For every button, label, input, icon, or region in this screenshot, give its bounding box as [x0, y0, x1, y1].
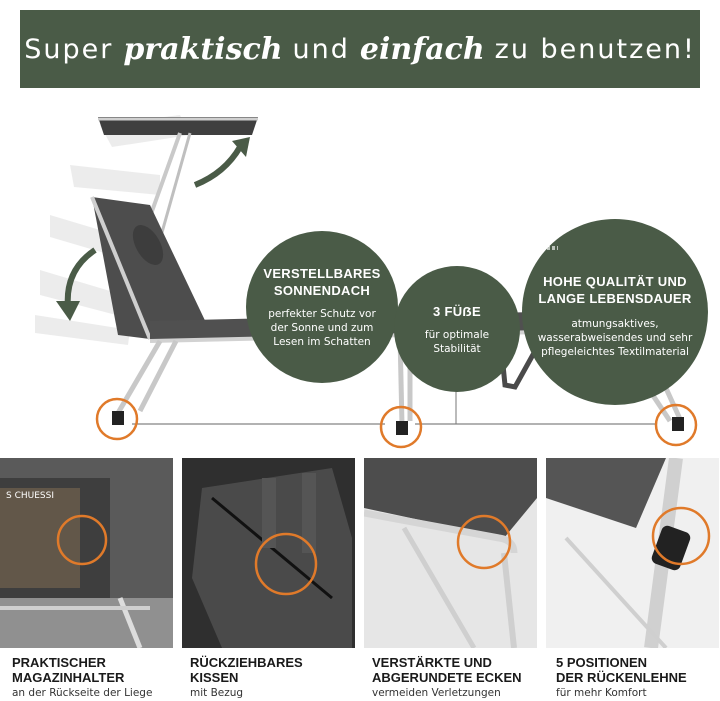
hero-product-area: VERSTELLBARES SONNENDACH perfekter Schut… [0, 95, 720, 450]
feature-description: perfekter Schutz vor der Sonne und zum L… [268, 308, 376, 348]
detail-photo-backrest-positions [546, 458, 719, 648]
feature-bubble-three-feet: 3 FÜẞE für optimale Stabilität [394, 266, 520, 392]
detail-caption-corners: VERSTÄRKTE UND ABGERUNDETE ECKEN vermeid… [372, 655, 547, 700]
backrest-fabric [92, 197, 210, 339]
foot-3 [672, 417, 684, 431]
feature-title: HOHE QUALITÄT UND [543, 274, 687, 289]
feature-title: 3 FÜẞE [433, 303, 481, 319]
arrow-up-icon [193, 145, 243, 188]
headline-part-5: zu benutzen! [494, 33, 696, 65]
uv-label: UV [548, 222, 558, 230]
caption-title: DER RÜCKENLEHNE [556, 670, 687, 685]
feature-title: SONNENDACH [273, 283, 371, 298]
feature-bubble-quality: UV HOHE QUALITÄT UND LANGE LEBENSDAUER a… [522, 219, 708, 405]
highlight-circle [56, 514, 108, 566]
caption-subtitle: an der Rückseite der Liege [12, 687, 153, 699]
headline-part-1: Super [24, 33, 114, 65]
headline-part-3: und [292, 33, 350, 65]
caption-title: KISSEN [190, 670, 239, 685]
sun-canopy [98, 117, 258, 135]
pillow [132, 225, 164, 265]
caption-title: RÜCKZIEHBARES [190, 655, 303, 670]
caption-subtitle: für mehr Komfort [556, 687, 647, 699]
detail-photo-magazine-holder: S CHUESSI [0, 458, 173, 648]
caption-title: PRAKTISCHER [12, 655, 106, 670]
highlight-circle [456, 514, 512, 570]
water-drops-icon [522, 221, 558, 248]
highlight-circle-foot-3 [654, 403, 698, 447]
detail-caption-backrest: 5 POSITIONEN DER RÜCKENLEHNE für mehr Ko… [556, 655, 720, 700]
arrow-down-icon [64, 247, 97, 308]
headline-banner: Super praktisch und einfach zu benutzen! [20, 10, 700, 88]
highlight-circle-foot-2 [379, 405, 423, 449]
feature-bubble-canopy: VERSTELLBARES SONNENDACH perfekter Schut… [246, 231, 398, 383]
headline-text: Super praktisch und einfach zu benutzen! [20, 10, 700, 88]
detail-photo-pillow [182, 458, 355, 648]
feature-title: VERSTELLBARES [263, 266, 381, 281]
detail-photo-corners [364, 458, 537, 648]
caption-title: ABGERUNDETE ECKEN [372, 670, 522, 685]
highlight-circle [254, 532, 318, 596]
feature-description: atmungsaktives, wasserabweisendes und se… [537, 318, 693, 358]
highlight-circle [651, 506, 711, 566]
feature-title: LANGE LEBENSDAUER [538, 291, 692, 306]
feature-description: für optimale Stabilität [424, 328, 490, 355]
detail-caption-pillow: RÜCKZIEHBARES KISSEN mit Bezug [190, 655, 365, 700]
caption-subtitle: vermeiden Verletzungen [372, 687, 501, 699]
caption-title: VERSTÄRKTE UND [372, 655, 492, 670]
headline-script-2: einfach [359, 31, 485, 67]
magazine [0, 488, 80, 588]
caption-title: MAGAZINHALTER [12, 670, 125, 685]
magazine-text: S CHUESSI [6, 491, 54, 501]
foot-1 [112, 411, 124, 425]
highlight-circle-foot-1 [95, 397, 139, 441]
caption-subtitle: mit Bezug [190, 687, 244, 699]
headline-script-1: praktisch [123, 31, 283, 67]
detail-caption-magazine-holder: PRAKTISCHER MAGAZINHALTER an der Rücksei… [12, 655, 187, 700]
caption-title: 5 POSITIONEN [556, 655, 648, 670]
foot-2 [396, 421, 408, 435]
